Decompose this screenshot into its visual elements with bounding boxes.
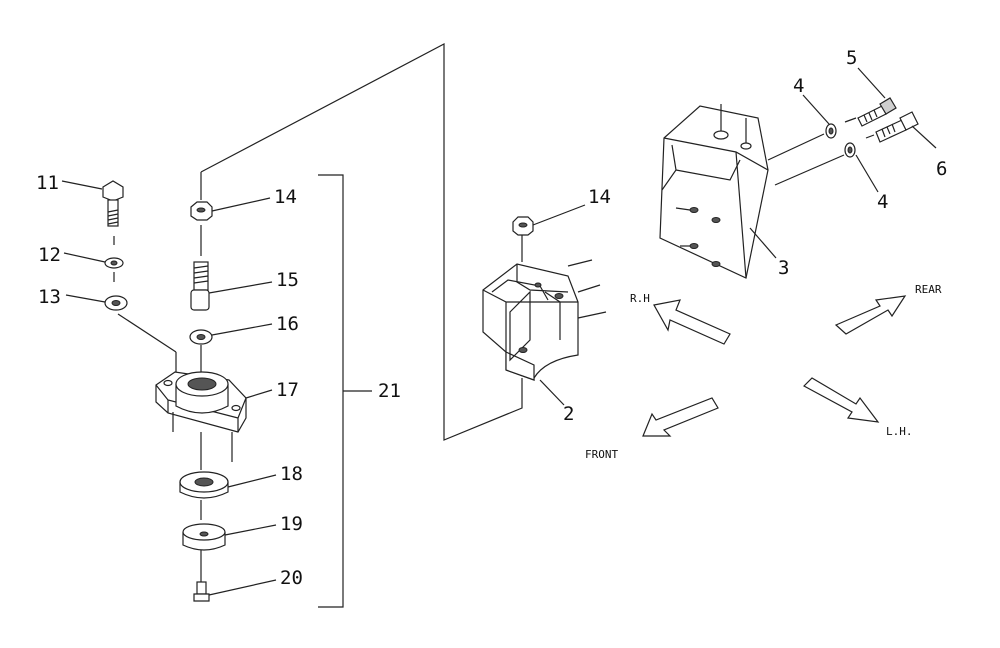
part-13-flat-washer[interactable] bbox=[104, 295, 128, 311]
callout-3: 3 bbox=[778, 257, 789, 279]
part-14-nut-right[interactable] bbox=[512, 216, 534, 236]
callout-6: 6 bbox=[936, 158, 947, 180]
callout-18: 18 bbox=[280, 463, 303, 485]
part-18-bushing[interactable] bbox=[179, 471, 229, 499]
part-15-stud[interactable] bbox=[190, 261, 210, 311]
part-12-lock-washer[interactable] bbox=[104, 257, 124, 269]
part-2-engine-bracket[interactable] bbox=[482, 263, 579, 381]
part-11-bolt[interactable] bbox=[102, 180, 124, 227]
callout-20: 20 bbox=[280, 567, 303, 589]
callout-11: 11 bbox=[36, 172, 59, 194]
part-6-bolt[interactable] bbox=[875, 111, 919, 143]
part-5-bolt[interactable] bbox=[857, 97, 897, 127]
callout-4-lower: 4 bbox=[877, 191, 888, 213]
assembly-21-bracket bbox=[318, 174, 344, 608]
part-19-cup-washer[interactable] bbox=[182, 523, 226, 551]
callout-5: 5 bbox=[846, 47, 857, 69]
callout-19: 19 bbox=[280, 513, 303, 535]
callout-13: 13 bbox=[38, 286, 61, 308]
direction-arrow-rh bbox=[653, 299, 731, 345]
callout-12: 12 bbox=[38, 244, 61, 266]
direction-arrow-front bbox=[642, 397, 719, 437]
part-17-flange-mount[interactable] bbox=[155, 371, 247, 433]
direction-arrow-rear bbox=[834, 295, 907, 335]
callout-21: 21 bbox=[378, 380, 401, 402]
callout-14-right: 14 bbox=[588, 186, 611, 208]
part-14-nut-left[interactable] bbox=[190, 201, 213, 221]
part-20-bolt[interactable] bbox=[193, 581, 210, 602]
part-16-washer[interactable] bbox=[189, 329, 213, 345]
direction-label-front: FRONT bbox=[585, 448, 618, 461]
callout-17: 17 bbox=[276, 379, 299, 401]
direction-label-lh: L.H. bbox=[886, 425, 913, 438]
direction-label-rear: REAR bbox=[915, 283, 942, 296]
callout-15: 15 bbox=[276, 269, 299, 291]
callout-4-upper: 4 bbox=[793, 75, 804, 97]
direction-label-rh: R.H bbox=[630, 292, 650, 305]
part-3-mount-plate[interactable] bbox=[659, 105, 769, 279]
direction-arrow-lh bbox=[803, 377, 880, 423]
callout-14-left: 14 bbox=[274, 186, 297, 208]
callout-2: 2 bbox=[563, 403, 574, 425]
part-4-washer-upper[interactable] bbox=[825, 123, 837, 139]
part-4-washer-lower[interactable] bbox=[844, 142, 856, 158]
callout-16: 16 bbox=[276, 313, 299, 335]
